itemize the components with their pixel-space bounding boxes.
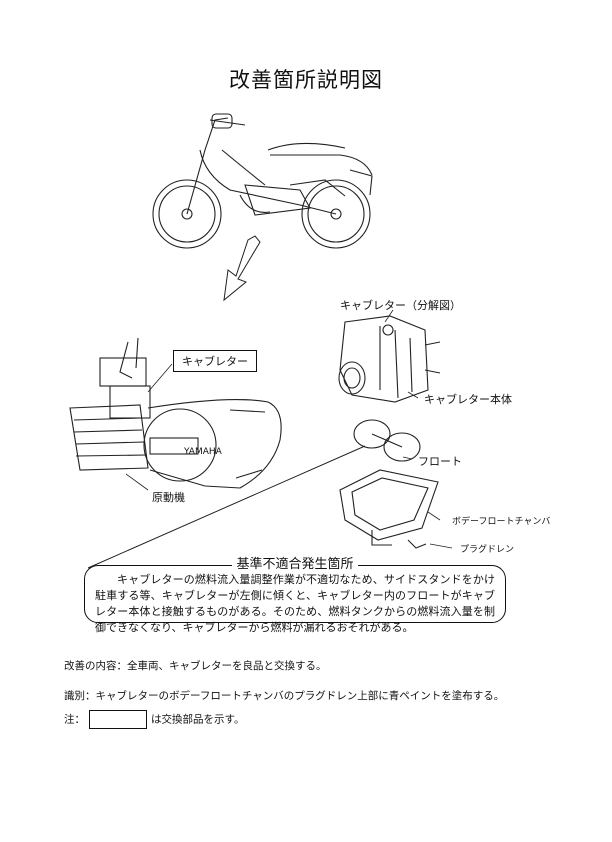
nonconformity-callout: 基準不適合発生箇所 キャブレターの燃料流入量調整作業が不適切なため、サイドスタン… xyxy=(84,557,506,634)
remedy-note: 改善の内容：全車両、キャブレターを良品と交換する。 xyxy=(64,660,327,672)
callout-body: キャブレターの燃料流入量調整作業が不適切なため、サイドスタンドをかけ駐車する等、… xyxy=(95,573,495,634)
label-body-float-chamber: ボデーフロートチャンバ xyxy=(452,517,551,527)
float-drawing xyxy=(353,419,421,462)
replacement-part-swatch xyxy=(89,710,147,729)
pointer-arrow xyxy=(223,235,261,302)
page-title: 改善箇所説明図 xyxy=(229,68,383,92)
label-plug-drain: プラグドレン xyxy=(460,545,515,555)
brand-logo: YAMAHA xyxy=(184,447,222,457)
engine-drawing xyxy=(69,337,282,489)
motorcycle-drawing xyxy=(152,113,373,249)
callout-title: 基準不適合発生箇所 xyxy=(85,553,505,572)
legend-suffix: は交換部品を示す。 xyxy=(151,713,245,726)
float-chamber-drawing xyxy=(339,469,439,549)
legend-note: 注： は交換部品を示す。 xyxy=(64,710,244,729)
label-carb-exploded: キャブレター（分解図） xyxy=(340,299,461,312)
label-carburetor: キャブレター xyxy=(173,350,257,372)
legend-prefix: 注： xyxy=(64,713,85,726)
label-carb-body: キャブレター本体 xyxy=(424,393,512,406)
label-engine: 原動機 xyxy=(152,491,185,504)
identification-note: 識別：キャブレターのボデーフロートチャンバのプラグドレン上部に青ペイントを塗布す… xyxy=(64,690,505,702)
carb-body-drawing xyxy=(338,315,441,403)
label-float: フロート xyxy=(418,455,462,468)
